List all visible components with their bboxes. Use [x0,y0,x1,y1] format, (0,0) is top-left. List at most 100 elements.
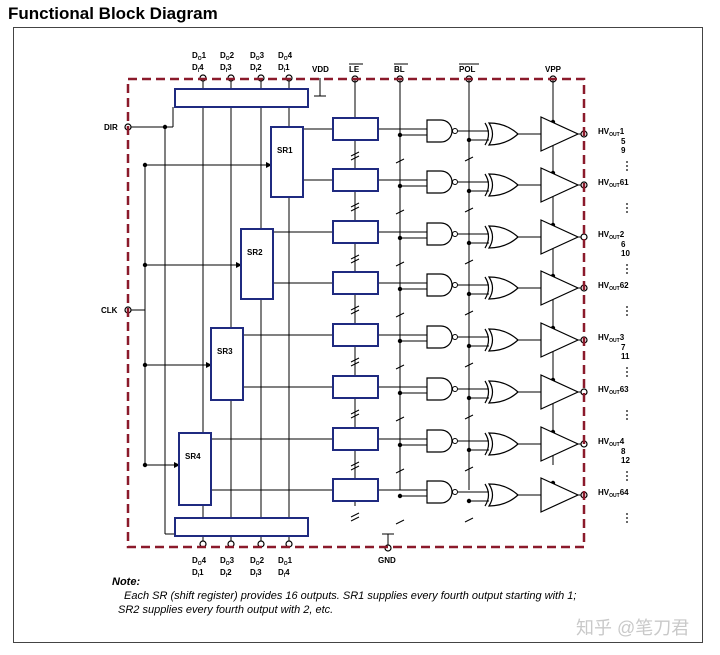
le-tick [350,254,360,260]
gnd-label: GND [378,556,396,565]
xor-gate-curve [484,328,490,352]
nand-gate [426,273,453,297]
xor-gate [487,173,519,197]
xor-gate-curve [484,432,490,456]
le-label: LE [349,65,360,74]
nand-bubble [452,179,458,185]
le-tick [350,361,360,367]
output-extra-label: 5 [621,137,626,146]
bl-tick [395,312,405,318]
le-tick [350,413,360,419]
xor-gate [487,380,519,404]
note-title: Note: [112,576,141,588]
nand-gate [426,119,453,143]
bl-tick [395,519,405,525]
vpp-label: VPP [545,65,562,74]
output-extra-label: 9 [621,146,626,155]
le-tick [350,516,360,522]
latch-6 [332,375,379,399]
nand-bubble [452,489,458,495]
xor-gate [487,328,519,352]
ellipsis-dot [626,479,628,481]
bottom-pin-label-i: DI4 [278,568,290,579]
ellipsis-dot [626,306,628,308]
ellipsis-dot [626,203,628,205]
shift-register-label: SR4 [185,452,201,461]
pol-tick [464,259,474,265]
pol-tick [464,414,474,420]
shift-register-3 [210,327,244,401]
le-tick [350,202,360,208]
watermark: 知乎 @笔刀君 [576,618,690,638]
nand-bubble [452,438,458,444]
le-tick [350,305,360,311]
le-tick [350,309,360,315]
xor-gate-curve [484,173,490,197]
pol-tick [464,310,474,316]
ellipsis-dot [626,371,628,373]
output-label: HVOUT61 [598,178,629,189]
latch-2 [332,168,379,192]
ellipsis-dot [626,367,628,369]
le-tick [350,155,360,161]
output-buffer [540,374,580,410]
xor-gate [487,483,519,507]
output-extra-label: 10 [621,249,630,258]
nand-bubble [452,231,458,237]
bl-tick [395,468,405,474]
bottom-pin-label-i: DI3 [250,568,262,579]
vdd-label: VDD [312,65,329,74]
bl-tick [395,261,405,267]
pol-tick [464,156,474,162]
pol-tick [464,517,474,523]
ellipsis-dot [626,161,628,163]
latch-1 [332,117,379,141]
xor-gate [487,225,519,249]
bottom-pin-label-d: DO2 [250,556,265,567]
ellipsis-dot [626,517,628,519]
latch-4 [332,271,379,295]
output-extra-label: 8 [621,447,626,456]
latch-3 [332,220,379,244]
nand-bubble [452,282,458,288]
note-line-2: SR2 supplies every fourth output with 2,… [118,604,334,616]
bottom-pin-label-i: DI1 [192,568,204,579]
output-extra-label: 11 [621,352,630,361]
bottom-pin-label-d: DO3 [220,556,235,567]
output-buffer [540,116,580,152]
output-label: HVOUT2 [598,230,625,241]
output-buffer [540,219,580,255]
nand-gate [426,480,453,504]
le-tick [350,357,360,363]
output-label: HVOUT62 [598,281,629,292]
bottom-pin-label-d: DO1 [278,556,293,567]
output-label: HVOUT3 [598,333,625,344]
xor-gate-curve [484,276,490,300]
ellipsis-dot [626,475,628,477]
nand-gate [426,222,453,246]
xor-gate [487,122,519,146]
ellipsis-dot [626,513,628,515]
ellipsis-dot [626,521,628,523]
dir-label: DIR [104,123,118,132]
bottom-pin-label-i: DI2 [220,568,232,579]
nand-bubble [452,386,458,392]
le-tick [350,409,360,415]
output-buffer [540,167,580,203]
nand-gate [426,429,453,453]
ellipsis-dot [626,418,628,420]
latch-8 [332,478,379,502]
pol-tick [464,466,474,472]
nand-gate [426,170,453,194]
top-pin-label-d: DO1 [192,51,207,62]
xor-gate-curve [484,380,490,404]
ellipsis-dot [626,314,628,316]
shift-register-label: SR2 [247,248,263,257]
shift-register-1 [270,126,304,198]
ic-boundary [126,77,586,549]
shift-register-label: SR3 [217,347,233,356]
note: Note: Each SR (shift register) provides … [112,575,672,617]
shift-register-2 [240,228,274,300]
output-extra-label: 7 [621,343,626,352]
ellipsis-dot [626,268,628,270]
